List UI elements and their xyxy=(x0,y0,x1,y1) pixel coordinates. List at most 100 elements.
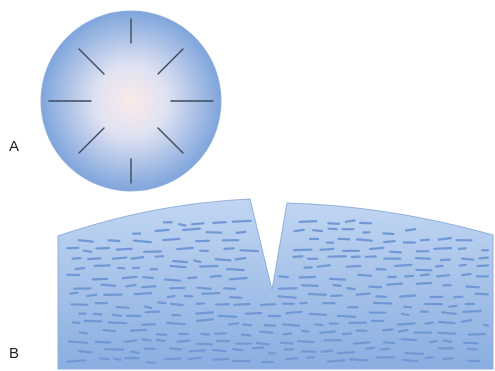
fiber-dash xyxy=(261,304,275,305)
fiber-dash xyxy=(313,230,322,231)
fiber-dash xyxy=(214,359,229,360)
fiber-dash xyxy=(354,342,369,343)
panel-b-slab xyxy=(58,199,493,369)
fiber-dash xyxy=(286,358,297,359)
fiber-dash xyxy=(196,312,213,313)
fiber-dash xyxy=(334,285,341,286)
fiber-dash xyxy=(131,352,138,353)
fiber-dash xyxy=(147,362,155,363)
fiber-dash xyxy=(430,341,436,342)
fiber-dash xyxy=(310,314,326,315)
panel-a-label: A xyxy=(9,138,19,155)
fiber-dash xyxy=(132,257,144,259)
fiber-dash xyxy=(170,288,185,289)
fiber-dash xyxy=(300,277,316,278)
fiber-dash xyxy=(202,293,219,294)
fiber-dash xyxy=(462,259,473,260)
fiber-dash xyxy=(96,342,110,343)
fiber-dash xyxy=(216,304,229,305)
fiber-dash xyxy=(173,261,187,262)
fiber-dash xyxy=(231,297,242,298)
fiber-dash xyxy=(381,349,389,350)
fiber-dash xyxy=(143,277,153,278)
fiber-dash xyxy=(300,221,317,222)
fiber-dash xyxy=(417,283,431,284)
fiber-dash xyxy=(468,349,476,350)
fiber-dash xyxy=(406,229,415,230)
fiber-dash xyxy=(395,265,411,266)
fiber-dash xyxy=(168,296,175,297)
fiber-dash xyxy=(339,239,350,240)
fiber-dash xyxy=(298,341,313,342)
fiber-dash xyxy=(224,288,235,289)
fiber-dash xyxy=(225,248,234,249)
fiber-dash xyxy=(444,340,451,342)
fiber-dash xyxy=(178,341,190,342)
fiber-dash xyxy=(242,335,250,336)
fiber-dash xyxy=(197,303,204,304)
fiber-dash xyxy=(100,358,108,359)
fiber-dash xyxy=(400,296,415,297)
fiber-dash xyxy=(300,303,306,304)
fiber-dash xyxy=(425,323,433,324)
fiber-dash xyxy=(399,330,407,331)
fiber-dash xyxy=(73,258,81,259)
fiber-dash xyxy=(265,325,275,326)
fiber-dash xyxy=(469,334,485,335)
fiber-dash xyxy=(170,266,185,267)
fiber-dash xyxy=(318,265,330,267)
fiber-dash xyxy=(416,258,430,259)
fiber-dash xyxy=(146,312,159,313)
fiber-dash xyxy=(229,323,238,324)
fiber-dash xyxy=(87,295,96,297)
fiber-dash xyxy=(384,241,395,242)
fiber-dash xyxy=(441,260,450,261)
fiber-dash xyxy=(219,316,236,317)
fiber-dash xyxy=(476,294,488,295)
fiber-dash xyxy=(246,313,261,314)
fiber-dash xyxy=(211,276,221,277)
fiber-dash xyxy=(405,276,413,277)
fiber-dash xyxy=(215,333,226,334)
fiber-dash xyxy=(279,296,296,297)
fiber-dash xyxy=(439,322,455,323)
fiber-dash xyxy=(241,250,258,251)
fiber-dash xyxy=(236,258,246,259)
fiber-dash xyxy=(358,275,371,276)
fiber-dash xyxy=(145,307,151,308)
fiber-dash xyxy=(287,312,302,313)
fiber-dash xyxy=(309,294,326,295)
fiber-dash xyxy=(227,269,244,270)
fiber-dash xyxy=(403,360,417,361)
fiber-dash xyxy=(142,324,155,325)
fiber-dash xyxy=(321,249,334,250)
fiber-dash xyxy=(401,339,416,340)
fiber-dash xyxy=(123,277,137,278)
fiber-dash xyxy=(192,223,203,224)
fiber-dash xyxy=(179,224,186,225)
fiber-dash xyxy=(69,341,87,342)
fiber-dash xyxy=(213,222,226,223)
fiber-dash xyxy=(347,266,361,267)
fiber-dash xyxy=(370,248,383,249)
panel-a-disk xyxy=(41,11,221,191)
fiber-dash xyxy=(143,339,151,340)
fiber-dash xyxy=(253,347,264,348)
fiber-dash xyxy=(243,325,251,326)
fiber-dash xyxy=(233,349,242,350)
fiber-dash xyxy=(188,278,196,279)
fiber-dash xyxy=(194,261,200,263)
fiber-dash xyxy=(84,251,92,252)
fiber-dash xyxy=(104,330,116,331)
fiber-dash xyxy=(421,274,429,275)
fiber-dash xyxy=(442,312,456,313)
fiber-dash xyxy=(68,360,86,362)
fiber-dash xyxy=(366,348,374,349)
fiber-dash xyxy=(113,315,121,316)
fiber-dash xyxy=(295,230,304,231)
fiber-dash xyxy=(302,351,316,352)
fiber-dash xyxy=(109,240,120,241)
fiber-dash xyxy=(200,266,217,267)
panel-b-label: B xyxy=(9,345,19,362)
fiber-dash xyxy=(117,307,129,308)
